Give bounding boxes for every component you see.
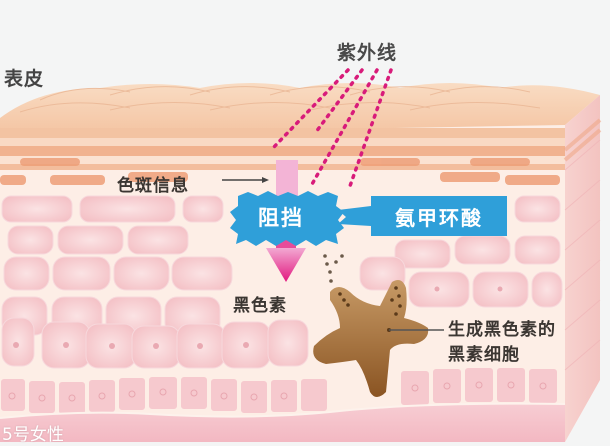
melanocyte-label-line1: 生成黑色素的 <box>448 320 556 340</box>
melanocyte-label-line2: 黑素细胞 <box>448 345 520 365</box>
uv-label: 紫外线 <box>337 42 398 64</box>
uv-rays <box>271 68 393 188</box>
melanocyte-cell <box>313 280 429 397</box>
tranexamic-acid-label: 氨甲环酸 <box>371 196 507 236</box>
block-label: 阻挡 <box>258 206 304 230</box>
block-badge <box>230 191 344 246</box>
spot-signal-label: 色斑信息 <box>117 176 189 196</box>
melanocyte-label: 生成黑色素的 黑素细胞 <box>448 318 556 368</box>
epidermis-label: 表皮 <box>4 68 45 90</box>
melanin-label: 黑色素 <box>233 296 287 316</box>
watermark: 5号女性 <box>2 425 64 445</box>
